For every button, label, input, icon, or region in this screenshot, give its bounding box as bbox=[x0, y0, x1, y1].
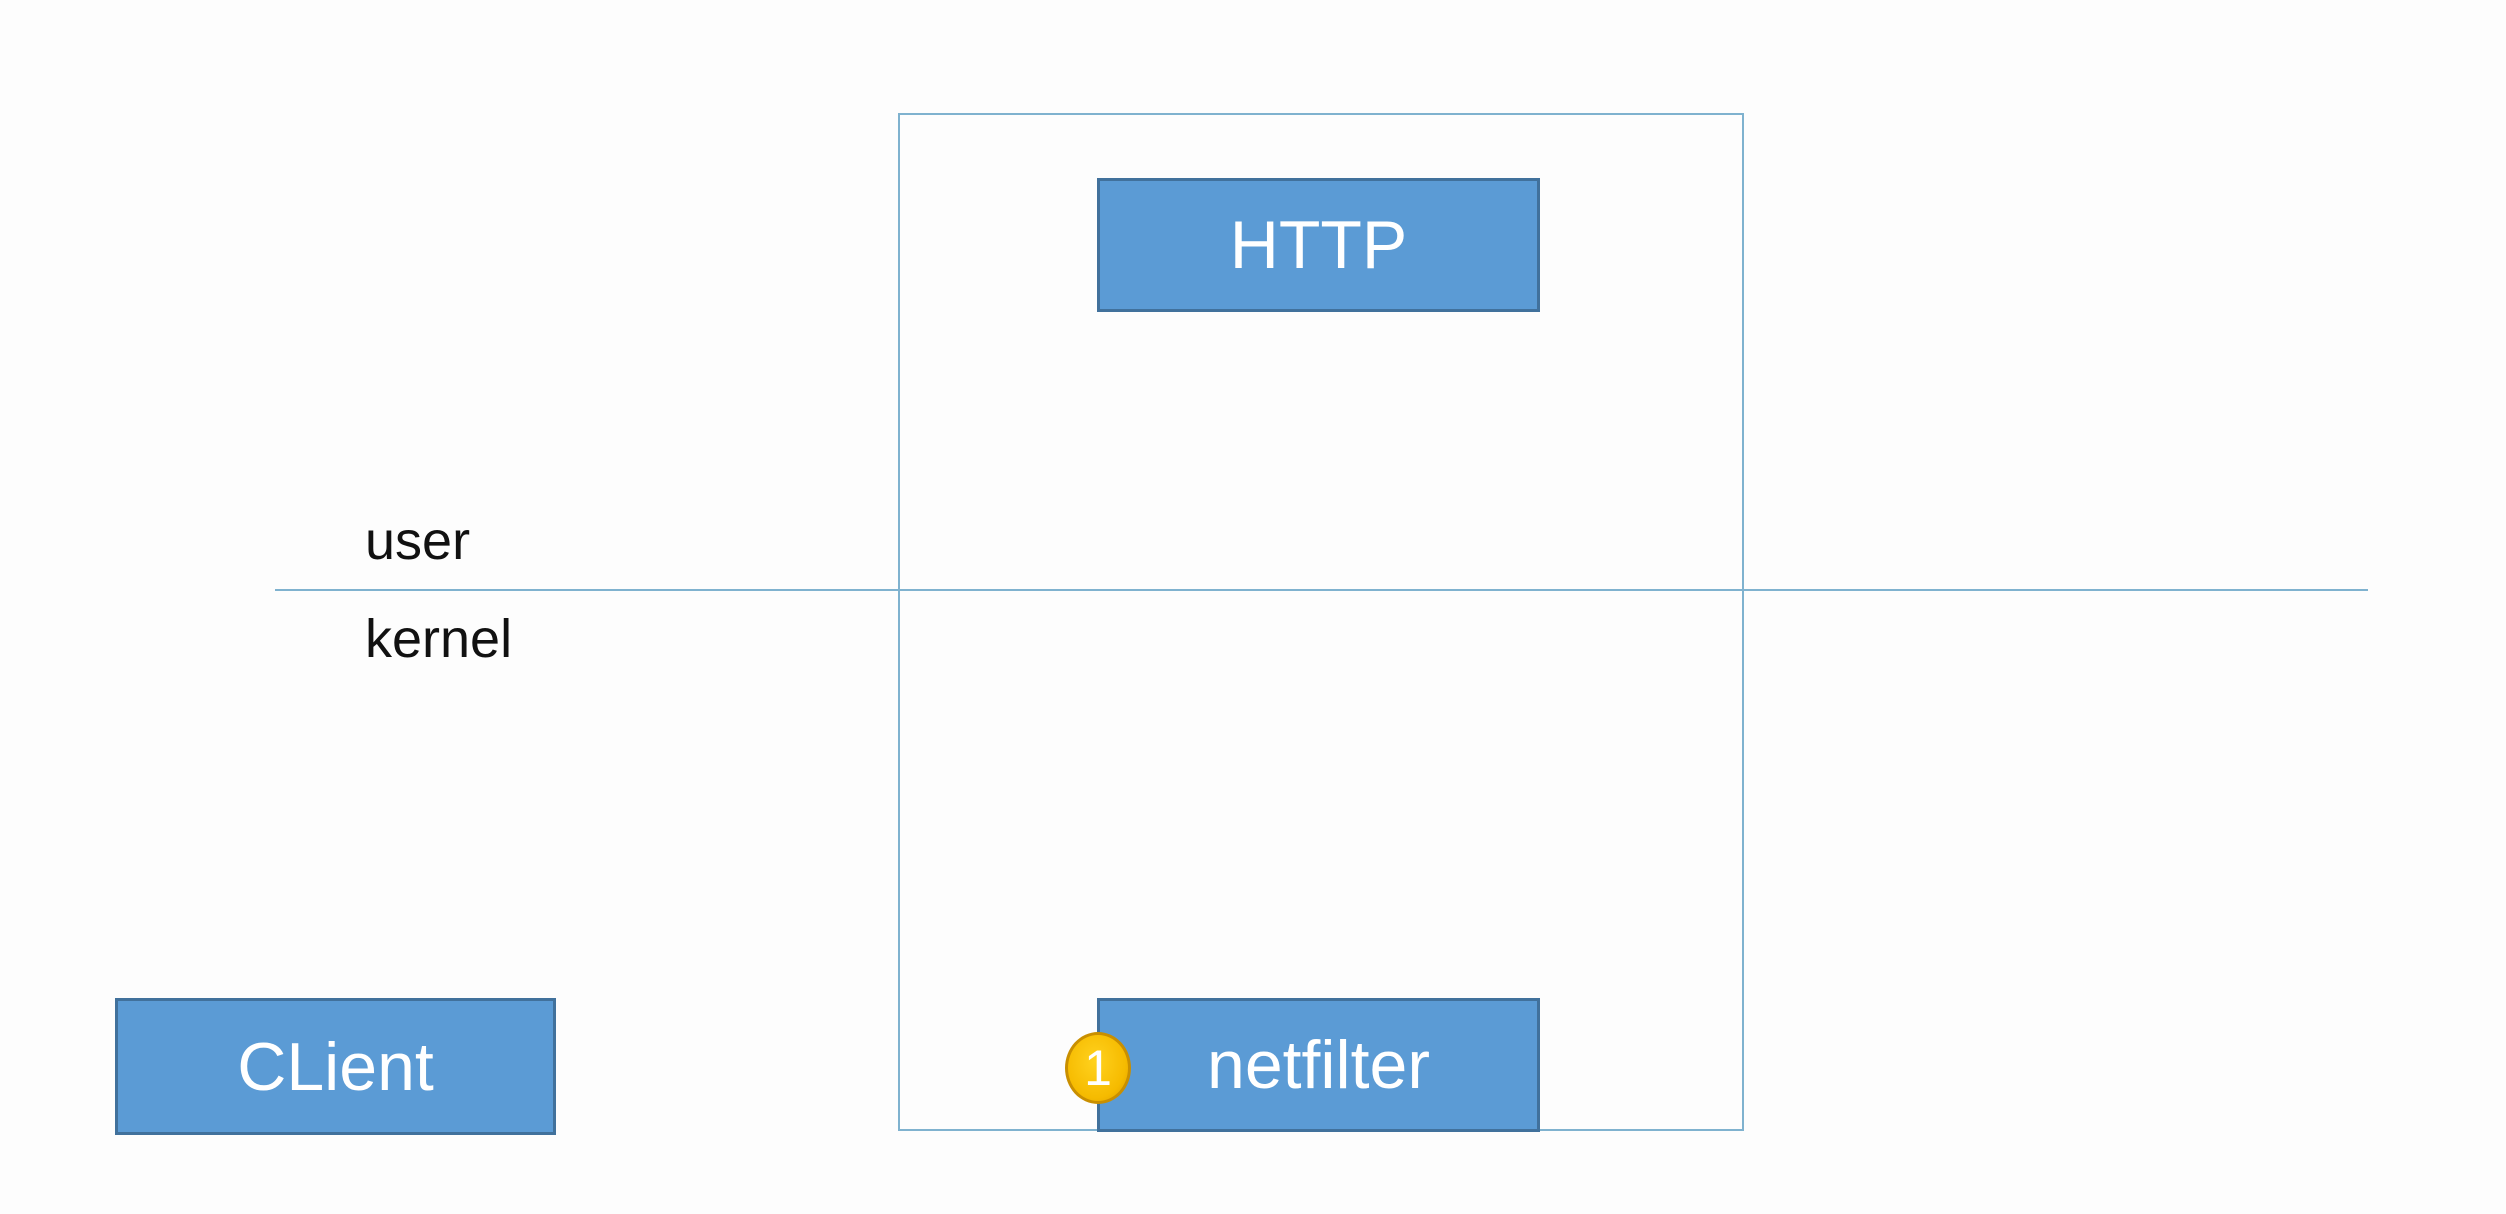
user-kernel-divider bbox=[275, 589, 2368, 591]
netfilter-node-label: netfilter bbox=[1207, 1027, 1430, 1103]
client-node: CLient bbox=[115, 998, 556, 1135]
client-node-label: CLient bbox=[237, 1028, 434, 1105]
user-space-label: user bbox=[365, 511, 471, 571]
step-marker-number: 1 bbox=[1084, 1040, 1112, 1096]
kernel-space-label: kernel bbox=[365, 609, 513, 669]
http-node: HTTP bbox=[1097, 178, 1540, 312]
step-marker: 1 bbox=[1065, 1032, 1131, 1104]
netfilter-node: netfilter bbox=[1097, 998, 1540, 1132]
http-node-label: HTTP bbox=[1229, 207, 1408, 283]
